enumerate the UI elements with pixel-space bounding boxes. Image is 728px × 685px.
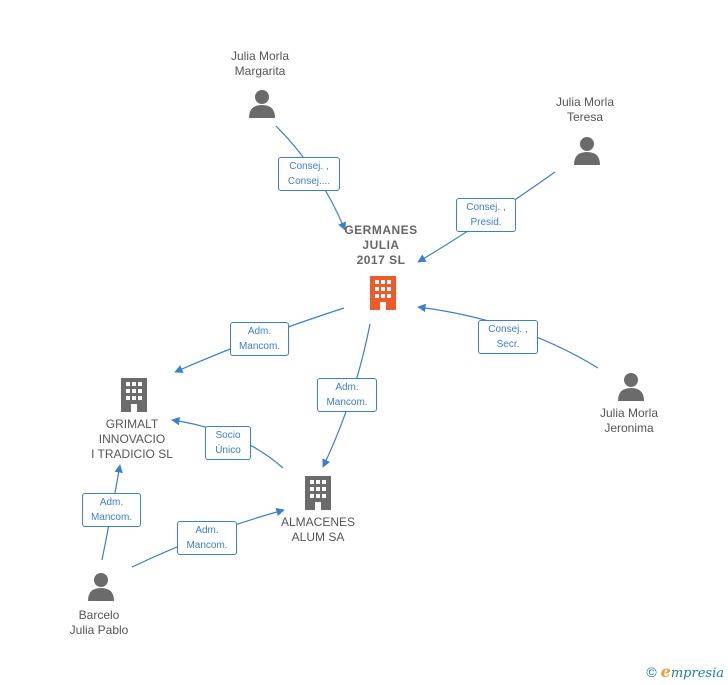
building-icon[interactable] [368, 276, 398, 310]
brand-name: mpresia [670, 666, 724, 681]
brand-initial: e [660, 662, 671, 681]
footer-brand: © empresia [646, 662, 724, 681]
copyright-icon: © [646, 663, 657, 680]
building-icon[interactable] [119, 378, 149, 412]
edge-label-germanes-almacenes: Adm. Mancom. [317, 378, 377, 412]
edge-label-line: Consej. , [289, 161, 329, 172]
person-icon[interactable] [573, 136, 601, 166]
edge-label-line: Adm. [335, 382, 359, 393]
edge-label-line: Mancom. [326, 397, 368, 408]
edge-label-line: Consej.... [287, 176, 331, 187]
edge-label-almacenes-grimalt: Socio Único [205, 426, 251, 460]
person-icon[interactable] [87, 572, 115, 602]
edge-label-jeronima-germanes: Consej. , Secr. [478, 320, 538, 354]
edge-label-line: Consej. , [488, 324, 528, 335]
node-label-barcelo[interactable]: Barcelo Julia Pablo [69, 608, 129, 637]
node-label-almacenes[interactable]: ALMACENES ALUM SA [280, 515, 356, 544]
node-label-germanes[interactable]: GERMANES JULIA 2017 SL [344, 223, 418, 267]
edge-label-line: Adm. [99, 497, 124, 508]
brand-logo: empresia [661, 662, 724, 681]
edge-label-line: Mancom. [90, 512, 133, 523]
edge-label-line: Socio [215, 430, 241, 441]
node-label-julia-morla-margarita[interactable]: Julia Morla Margarita [230, 49, 290, 78]
node-label-julia-morla-jeronima[interactable]: Julia Morla Jeronima [599, 406, 659, 435]
person-icon[interactable] [617, 372, 645, 402]
edge-label-barcelo-almacenes: Adm. Mancom. [177, 521, 237, 555]
edge-label-margarita-germanes: Consej. , Consej.... [278, 157, 340, 191]
edge-label-line: Adm. [195, 525, 219, 536]
edge-label-line: Presid. [470, 217, 502, 228]
node-label-julia-morla-teresa[interactable]: Julia Morla Teresa [555, 95, 615, 124]
edge-label-line: Mancom. [186, 540, 228, 551]
building-icon[interactable] [303, 476, 333, 510]
edge-label-line: Consej. , [466, 202, 506, 213]
edge-label-barcelo-grimalt: Adm. Mancom. [82, 493, 141, 527]
edge-label-line: Secr. [496, 339, 520, 350]
edge-label-line: Adm. [247, 326, 272, 337]
person-icon[interactable] [248, 89, 276, 119]
edge-label-germanes-grimalt: Adm. Mancom. [230, 322, 289, 356]
edge-label-line: Único [215, 445, 241, 456]
node-label-grimalt[interactable]: GRIMALT INNOVACIO I TRADICIO SL [91, 417, 173, 461]
edge-label-line: Mancom. [238, 341, 281, 352]
edge-label-teresa-germanes: Consej. , Presid. [456, 198, 516, 232]
